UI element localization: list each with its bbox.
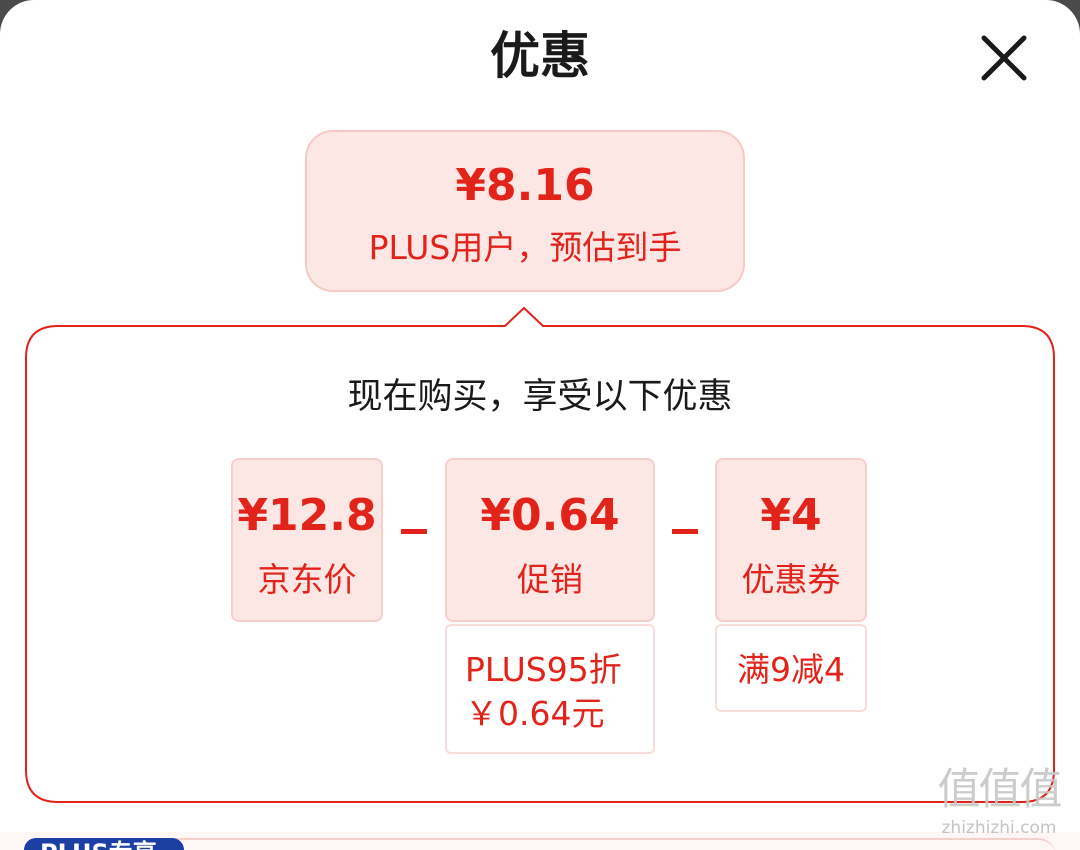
estimated-price-bubble: ¥8.16 PLUS用户，预估到手 — [305, 130, 745, 292]
site-watermark: 值值值 zhizhizhi.com — [924, 765, 1074, 845]
watermark-mark: 值值值 — [937, 765, 1063, 815]
estimated-price-label: PLUS用户，预估到手 — [368, 228, 682, 267]
next-section-card — [24, 838, 1056, 850]
coupon-label: 优惠券 — [741, 560, 841, 599]
coupon-detail: 满9减4 — [737, 650, 845, 689]
sheet-header — [0, 0, 1080, 120]
jd-price-value: ¥12.8 — [237, 490, 377, 541]
promotion-detail-box: PLUS95折 ￥0.64元 — [445, 624, 655, 754]
close-icon[interactable] — [972, 26, 1036, 90]
minus-sign — [672, 529, 698, 534]
jd-price-box: ¥12.8 京东价 — [231, 458, 383, 622]
plus-exclusive-tag: PLUS专享 — [24, 838, 184, 850]
promotion-detail-line: PLUS95折 — [465, 650, 622, 689]
coupon-value: ¥4 — [760, 490, 822, 541]
promotion-label: 促销 — [517, 560, 583, 599]
promotion-box: ¥0.64 促销 — [445, 458, 655, 622]
next-section-background — [0, 832, 1080, 850]
coupon-detail-box: 满9减4 — [715, 624, 867, 712]
dialog-title: 优惠 — [490, 27, 590, 85]
promotion-detail-line: ￥0.64元 — [465, 694, 605, 733]
breakdown-heading: 现在购买，享受以下优惠 — [347, 377, 733, 417]
estimated-price: ¥8.16 — [455, 160, 595, 211]
promotion-value: ¥0.64 — [480, 490, 620, 541]
minus-sign — [401, 529, 427, 534]
jd-price-label: 京东价 — [257, 560, 357, 599]
coupon-box: ¥4 优惠券 — [715, 458, 867, 622]
watermark-site: zhizhizhi.com — [941, 818, 1057, 838]
